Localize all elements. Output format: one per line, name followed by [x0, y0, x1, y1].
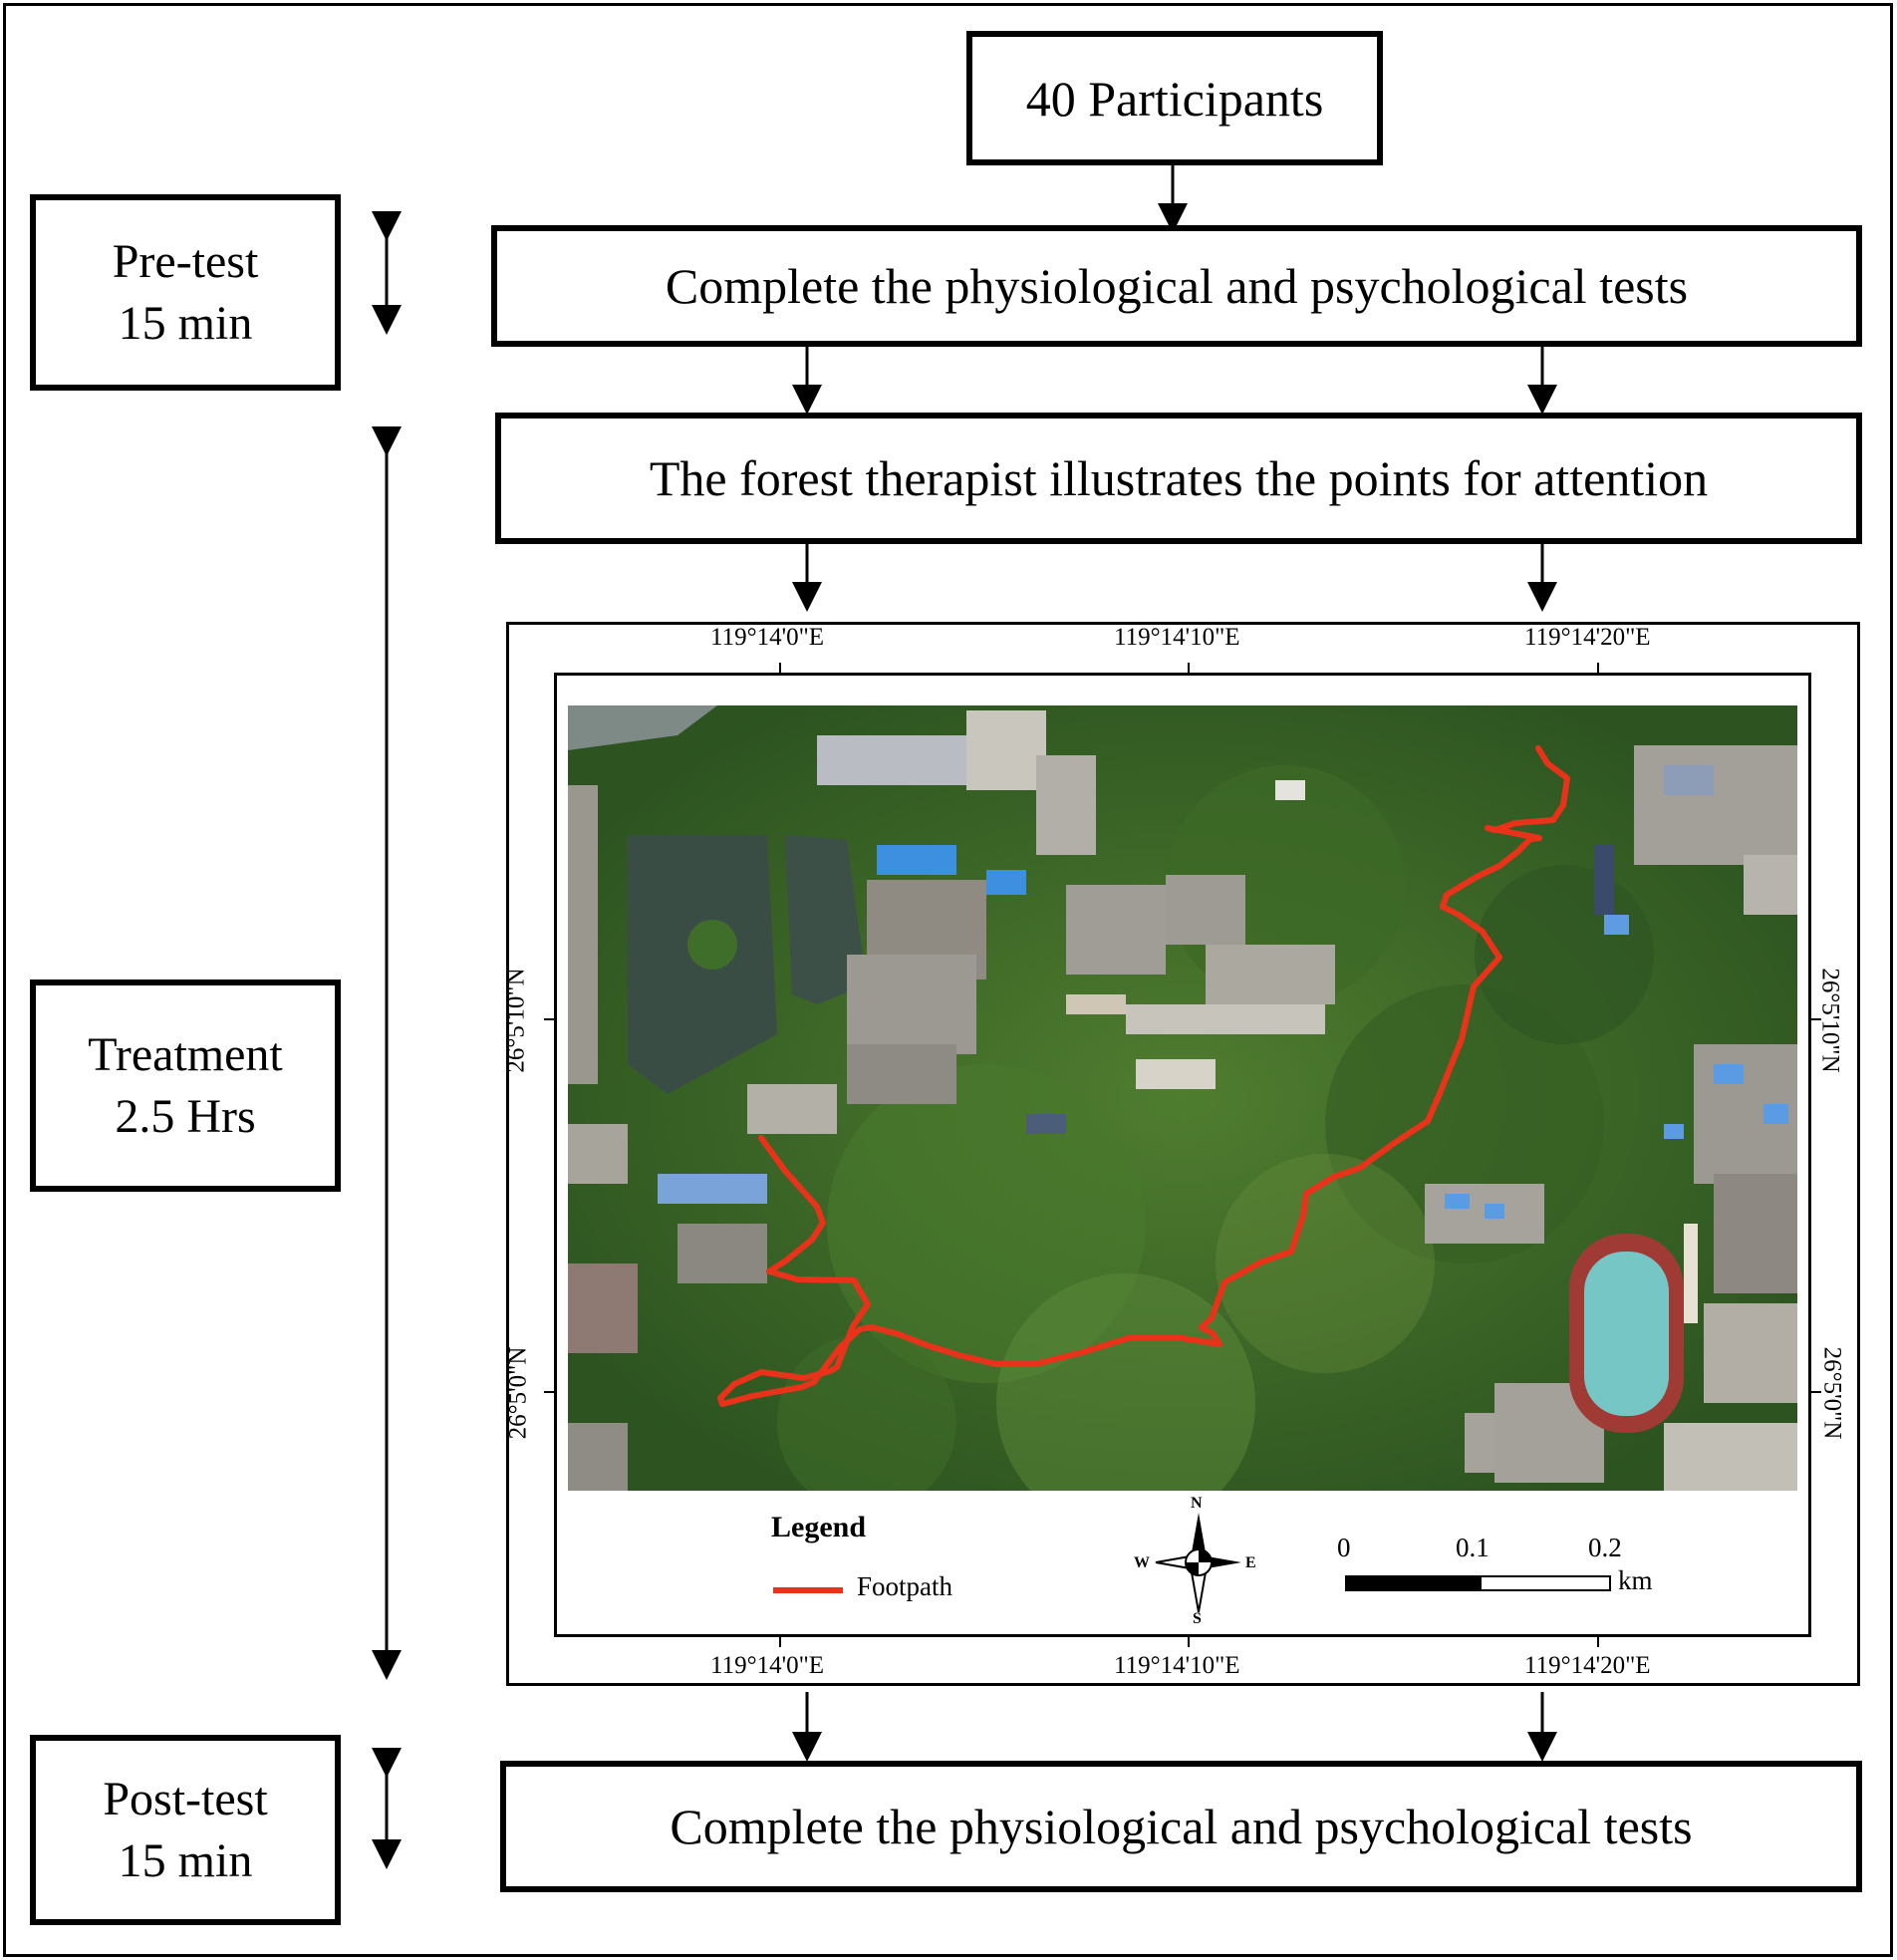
- lon-tick-top-1: 119°14'0"E: [710, 624, 825, 651]
- lon-tick-top-2: 119°14'10"E: [1114, 624, 1240, 651]
- participants-label: 40 Participants: [1025, 70, 1324, 127]
- scale-bar-black: [1345, 1575, 1480, 1591]
- compass-s: S: [1193, 1610, 1202, 1627]
- compass-w: W: [1134, 1554, 1150, 1571]
- pretest-duration: 15 min: [118, 296, 253, 350]
- scale-label-2: 0.2: [1588, 1533, 1622, 1562]
- scale-unit: km: [1618, 1565, 1653, 1595]
- lon-tick-bottom-1: 119°14'0"E: [710, 1652, 825, 1679]
- scale-label-0: 0: [1337, 1533, 1351, 1562]
- pretest-step-label: Complete the physiological and psycholog…: [665, 258, 1689, 314]
- legend-item-label: Footpath: [857, 1571, 953, 1601]
- posttest-duration: 15 min: [118, 1833, 253, 1887]
- posttest-label: Post-test: [103, 1772, 268, 1825]
- posttest-step-box: Complete the physiological and psycholog…: [500, 1761, 1862, 1892]
- compass-n: N: [1191, 1495, 1203, 1512]
- participants-box: 40 Participants: [966, 31, 1383, 165]
- compass-e: E: [1245, 1554, 1256, 1571]
- pretest-stage-box: Pre-test 15 min: [30, 194, 341, 391]
- posttest-stage-box: Post-test 15 min: [30, 1735, 341, 1925]
- figure-frame: [3, 3, 1893, 1957]
- legend-swatch: [773, 1587, 843, 1593]
- lon-tick-bottom-3: 119°14'20"E: [1524, 1652, 1651, 1679]
- briefing-step-box: The forest therapist illustrates the poi…: [495, 413, 1862, 544]
- scale-bar-white: [1480, 1575, 1611, 1591]
- posttest-step-label: Complete the physiological and psycholog…: [670, 1799, 1693, 1854]
- treatment-stage-box: Treatment 2.5 Hrs: [30, 980, 341, 1192]
- treatment-duration: 2.5 Hrs: [115, 1089, 256, 1143]
- briefing-step-label: The forest therapist illustrates the poi…: [649, 450, 1709, 506]
- lon-tick-bottom-2: 119°14'10"E: [1114, 1652, 1240, 1679]
- legend-title: Legend: [771, 1511, 867, 1543]
- pretest-label: Pre-test: [112, 234, 259, 288]
- footpath-line: [717, 745, 1570, 1407]
- lon-tick-top-3: 119°14'20"E: [1524, 624, 1651, 651]
- scale-label-1: 0.1: [1456, 1533, 1490, 1562]
- treatment-label: Treatment: [88, 1027, 283, 1081]
- pretest-step-box: Complete the physiological and psycholog…: [491, 225, 1862, 347]
